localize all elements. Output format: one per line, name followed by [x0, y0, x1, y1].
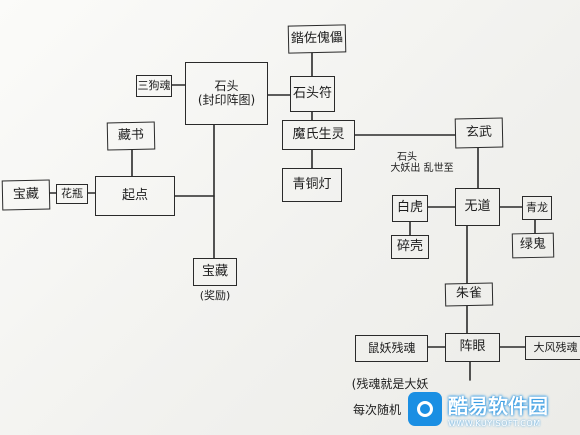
node-da-feng-can-hun: 大风残魂 [525, 336, 580, 360]
node-bao-zang-bottom: 宝藏 [193, 258, 237, 286]
bottom-note-line1: (残魂就是大妖 [351, 377, 429, 391]
node-shu-zhong-can-hun: 鼠妖残魂 [355, 335, 428, 362]
node-qi-dian: 起点 [95, 176, 175, 216]
node-san-gou-hun: 三狗魂 [136, 75, 172, 97]
node-sui-ke: 碎壳 [391, 235, 429, 259]
node-cang-shu: 藏书 [106, 121, 156, 151]
watermark-logo-icon [408, 392, 442, 426]
node-hua-ping: 花瓶 [56, 184, 88, 204]
node-xuan-wu: 玄武 [454, 117, 504, 149]
node-shi-tou-zhentu: 石头 (封印阵图) [185, 62, 268, 125]
node-zhen-yan: 阵眼 [445, 333, 500, 362]
node-wu-dao: 无道 [455, 188, 500, 226]
node-qing-long: 青龙 [522, 196, 552, 220]
node-bao-zang-left: 宝藏 [1, 179, 51, 211]
watermark: 酷易软件园 WWW.KUYISOFT.COM [408, 383, 580, 435]
node-bai-hu: 白虎 [392, 195, 428, 222]
node-gui-zuo-ren: 鍇佐傀儡 [287, 24, 347, 54]
bao-zang-reward-note: (奖励) [199, 289, 231, 302]
node-zhu-que: 朱雀 [444, 282, 494, 307]
node-qing-tong-deng: 青铜灯 [282, 168, 342, 202]
bottom-note-line2: 每次随机 [352, 403, 401, 417]
watermark-url: WWW.KUYISOFT.COM [448, 419, 541, 428]
node-shi-tou-fu: 石头符 [290, 76, 335, 112]
xuanwu-note-line1: 石头 [397, 152, 417, 163]
xuanwu-note-line2: 大妖出 乱世至 [390, 163, 454, 174]
node-mo-shi-sheng-ling: 魔氏生灵 [282, 120, 355, 150]
node-lu-gui: 绿鬼 [511, 232, 555, 259]
watermark-name: 酷易软件园 [448, 394, 548, 418]
